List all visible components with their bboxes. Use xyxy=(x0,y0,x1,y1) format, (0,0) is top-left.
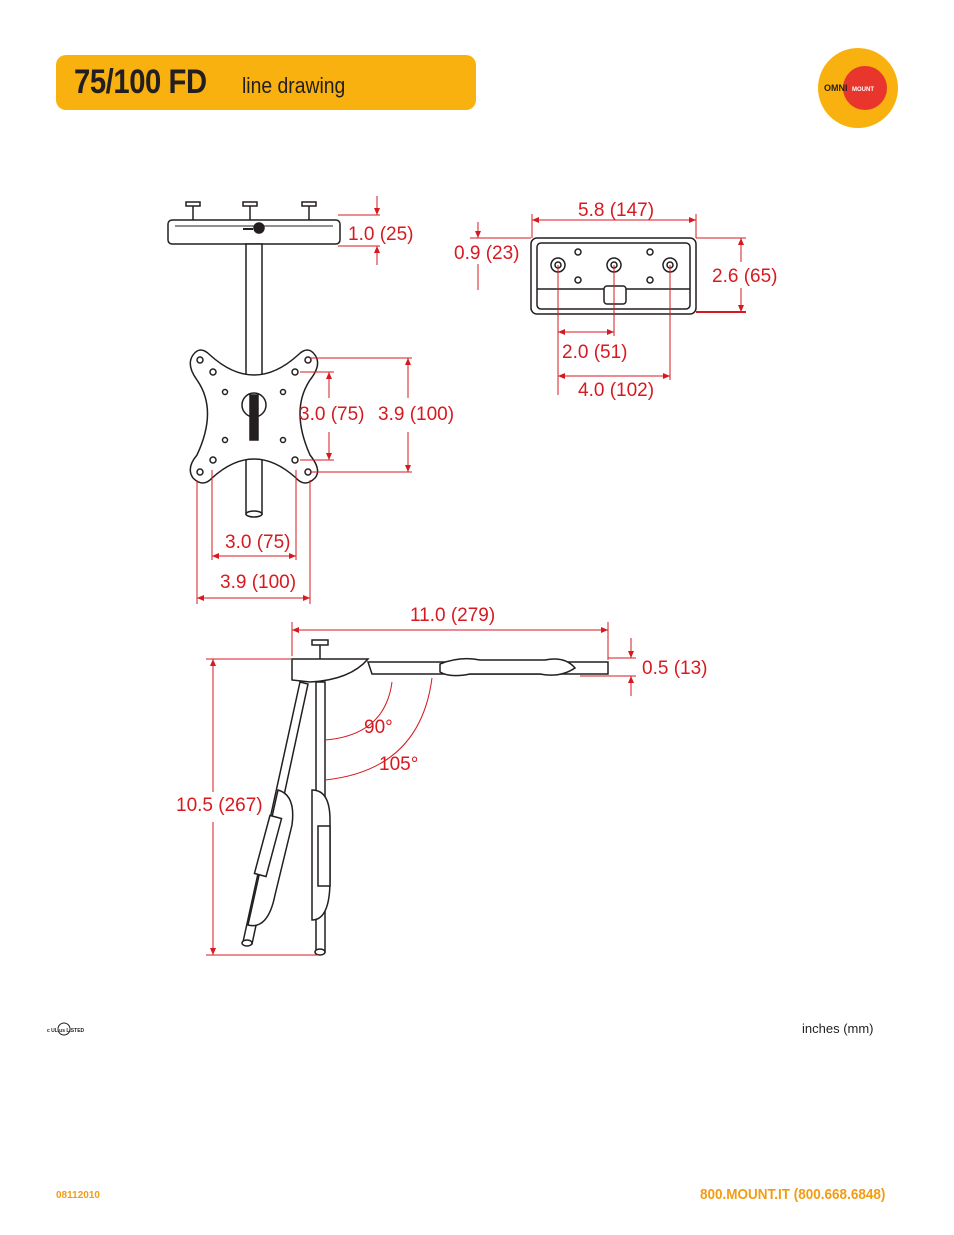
title-bar: 75/100 FD line drawing xyxy=(56,55,476,110)
logo-text-left: OMNI xyxy=(824,83,848,93)
dim-vesa-horizontal-small: 3.0 (75) xyxy=(225,532,290,553)
document-number: 08112010 xyxy=(56,1190,100,1201)
logo-text-right: MOUNT xyxy=(852,87,874,93)
dim-hole-spacing-large: 4.0 (102) xyxy=(578,380,654,401)
dim-angle-small: 90° xyxy=(364,717,393,738)
omnimount-logo: OMNI MOUNT xyxy=(818,48,898,128)
dim-plate-width: 5.8 (147) xyxy=(578,200,654,221)
ul-mark-text: c UL us LISTED xyxy=(47,1028,85,1034)
dim-vesa-vertical-large: 3.9 (100) xyxy=(378,404,454,425)
dim-top-plate-height: 1.0 (25) xyxy=(348,224,413,245)
dim-hole-spacing-small: 2.0 (51) xyxy=(562,342,627,363)
dim-plate-depth: 2.6 (65) xyxy=(712,266,777,287)
page-title: 75/100 FD xyxy=(74,63,207,101)
dim-angle-large: 105° xyxy=(379,754,418,775)
dim-plate-offset: 0.9 (23) xyxy=(454,243,519,264)
page-subtitle: line drawing xyxy=(242,73,346,98)
dim-vesa-horizontal-large: 3.9 (100) xyxy=(220,572,296,593)
ul-listed-mark: c UL us LISTED xyxy=(47,1022,85,1036)
dim-arm-length: 11.0 (279) xyxy=(410,605,495,626)
units-note: inches (mm) xyxy=(802,1021,874,1036)
dim-drop-height: 10.5 (267) xyxy=(176,795,263,816)
contact-phone[interactable]: 800.MOUNT.IT (800.668.6848) xyxy=(700,1186,886,1203)
dim-arm-thickness: 0.5 (13) xyxy=(642,658,707,679)
dim-vesa-vertical-small: 3.0 (75) xyxy=(299,404,364,425)
